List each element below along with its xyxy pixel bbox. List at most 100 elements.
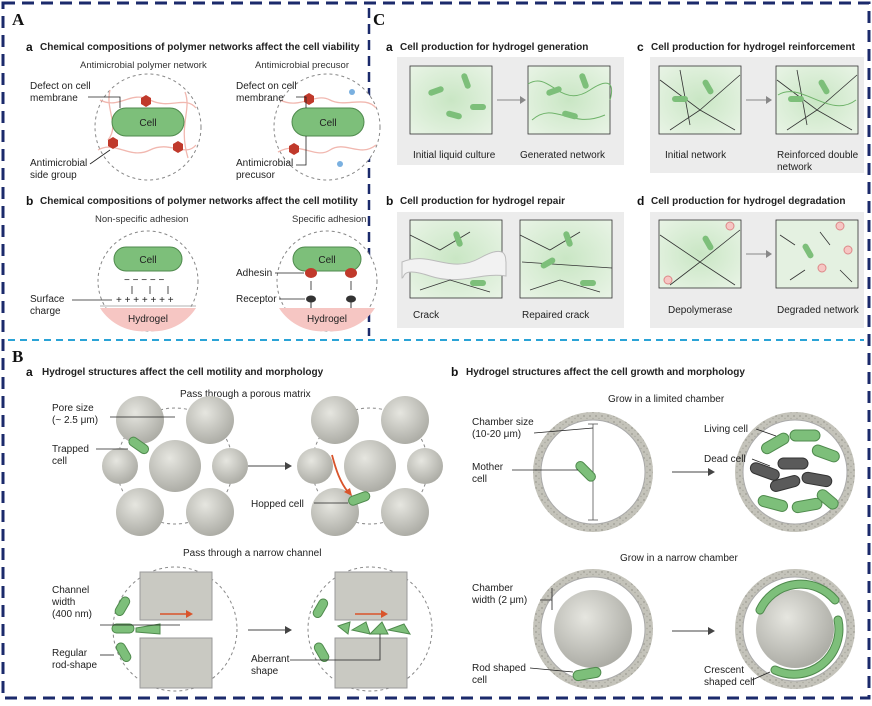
ca-right-label: Generated network (520, 150, 606, 161)
ab-left-cell-label: Cell (139, 255, 156, 266)
ba-hopped-label: Hopped cell (251, 499, 304, 510)
panel-a-a-left-caption: Antimicrobial polymer network (80, 60, 207, 71)
aa-defect-right-1: Defect on cell (236, 81, 297, 92)
panel-c-a-letter: a (386, 40, 393, 54)
bb-mother-2: cell (472, 474, 487, 485)
narrow-chamber-after (735, 569, 855, 689)
hydrogel-degradation-diagram (650, 212, 864, 328)
ab-adhesin-label: Adhesin (236, 268, 272, 279)
ba-bottom-caption: Pass through a narrow channel (183, 548, 321, 559)
panel-c-d-letter: d (637, 194, 644, 208)
ba-aberrant-1: Aberrant (251, 654, 290, 665)
bb-cwidth-leader (540, 588, 553, 610)
bb-living-leader (755, 428, 777, 437)
aa-defect-left-1: Defect on cell (30, 81, 91, 92)
specific-adhesion-diagram (276, 230, 378, 332)
ba-channel-3: (400 nm) (52, 609, 92, 620)
panel-c-b-letter: b (386, 194, 393, 208)
ba-top-caption: Pass through a porous matrix (180, 389, 311, 400)
panel-b-b-title: Hydrogel structures affect the cell grow… (466, 367, 745, 378)
panel-a-b-left-caption: Non-specific adhesion (95, 214, 188, 225)
panel-a-b-title: Chemical compositions of polymer network… (40, 196, 358, 207)
cd-left-label: Depolymerase (668, 305, 733, 316)
bb-cwidth-2: width (2 μm) (471, 595, 527, 606)
svg-text:+ + + + + + +: + + + + + + + (116, 295, 174, 306)
cc-right-2: network (777, 162, 813, 173)
ba-trapped-2: cell (52, 456, 67, 467)
aa-left-cell-label: Cell (139, 118, 156, 129)
hydrogel-generation-diagram (397, 57, 624, 165)
ca-left-label: Initial liquid culture (413, 150, 496, 161)
narrow-chamber-before (533, 569, 653, 689)
bb-dead-label: Dead cell (704, 454, 746, 465)
panel-b-a-title: Hydrogel structures affect the cell moti… (42, 367, 324, 378)
panel-a-a-title: Chemical compositions of polymer network… (40, 42, 360, 53)
non-specific-adhesion-diagram: − − − − − + + + + + + + (97, 230, 199, 332)
bb-arrowhead-1 (708, 468, 715, 476)
aa-defect-right-leader (296, 96, 307, 108)
bb-crescent-1: Crescent (704, 665, 744, 676)
panel-c-b-title: Cell production for hydrogel repair (400, 196, 565, 207)
aa-defect-left-2: membrane (30, 93, 78, 104)
ab-right-cell-label: Cell (318, 255, 335, 266)
aa-precursor-1: Antimicrobial (236, 158, 293, 169)
aa-defect-leader (88, 96, 121, 108)
panel-c-c-letter: c (637, 40, 644, 54)
aa-side-2: side group (30, 170, 77, 181)
ba-aberrant-2: shape (251, 666, 279, 677)
cb-left-label: Crack (413, 310, 440, 321)
bb-cwidth-1: Chamber (472, 583, 514, 594)
ba-regular-1: Regular (52, 648, 88, 659)
narrow-channel-after (307, 566, 433, 692)
antimicrobial-network-diagram (94, 73, 202, 181)
bb-arrowhead-2 (708, 627, 715, 635)
bb-bottom-caption: Grow in a narrow chamber (620, 553, 738, 564)
bb-crescent-leader (751, 671, 771, 681)
panel-a-a-right-caption: Antimicrobial precusor (255, 60, 349, 71)
panel-a-a-letter: a (26, 40, 33, 54)
bb-rod-leader (529, 667, 574, 673)
ab-surface-1: Surface (30, 294, 65, 305)
aa-side-leader (89, 149, 111, 165)
ba-aberrant-leader (290, 634, 381, 661)
bb-mother-1: Mother (472, 462, 504, 473)
panel-a-letter: A (12, 10, 25, 29)
cc-right-1: Reinforced double (777, 150, 859, 161)
antimicrobial-precursor-diagram (273, 73, 381, 181)
limited-chamber-after (735, 412, 855, 532)
aa-defect-right-2: membrane (236, 93, 284, 104)
bb-dead-leader (751, 458, 771, 467)
panel-c-letter: C (373, 10, 385, 29)
bb-top-caption: Grow in a limited chamber (608, 394, 725, 405)
ba-channel-2: width (51, 597, 75, 608)
panel-c-a-title: Cell production for hydrogel generation (400, 42, 588, 53)
bb-chamber-2: (10-20 μm) (472, 429, 521, 440)
panel-a-b-letter: b (26, 194, 33, 208)
panel-a-b-right-caption: Specific adhesion (292, 214, 366, 225)
bb-chamber-leader (533, 427, 594, 434)
ab-left-hydrogel-label: Hydrogel (128, 314, 168, 325)
ba-arrowhead-1 (285, 462, 292, 470)
panel-c-d-title: Cell production for hydrogel degradation (651, 196, 845, 207)
bb-chamber-1: Chamber size (472, 417, 534, 428)
svg-text:− − − − −: − − − − − (124, 275, 164, 286)
cd-right-label: Degraded network (777, 305, 860, 316)
narrow-channel-before (111, 566, 238, 692)
panel-b-letter: B (12, 347, 23, 366)
aa-side-1: Antimicrobial (30, 158, 87, 169)
limited-chamber-before (533, 412, 653, 532)
ba-regular-2: rod-shape (52, 660, 97, 671)
ba-arrowhead-2 (285, 626, 292, 634)
ab-right-hydrogel-label: Hydrogel (307, 314, 347, 325)
aa-precursor-leader (296, 136, 307, 166)
panel-c-c-title: Cell production for hydrogel reinforceme… (651, 42, 856, 53)
porous-matrix-before (102, 396, 248, 536)
ab-surface-2: charge (30, 306, 61, 317)
ba-pore-2: (~ 2.5 μm) (52, 415, 98, 426)
cc-left-label: Initial network (665, 150, 727, 161)
aa-right-cell-label: Cell (319, 118, 336, 129)
bb-rod-1: Rod shaped (472, 663, 526, 674)
